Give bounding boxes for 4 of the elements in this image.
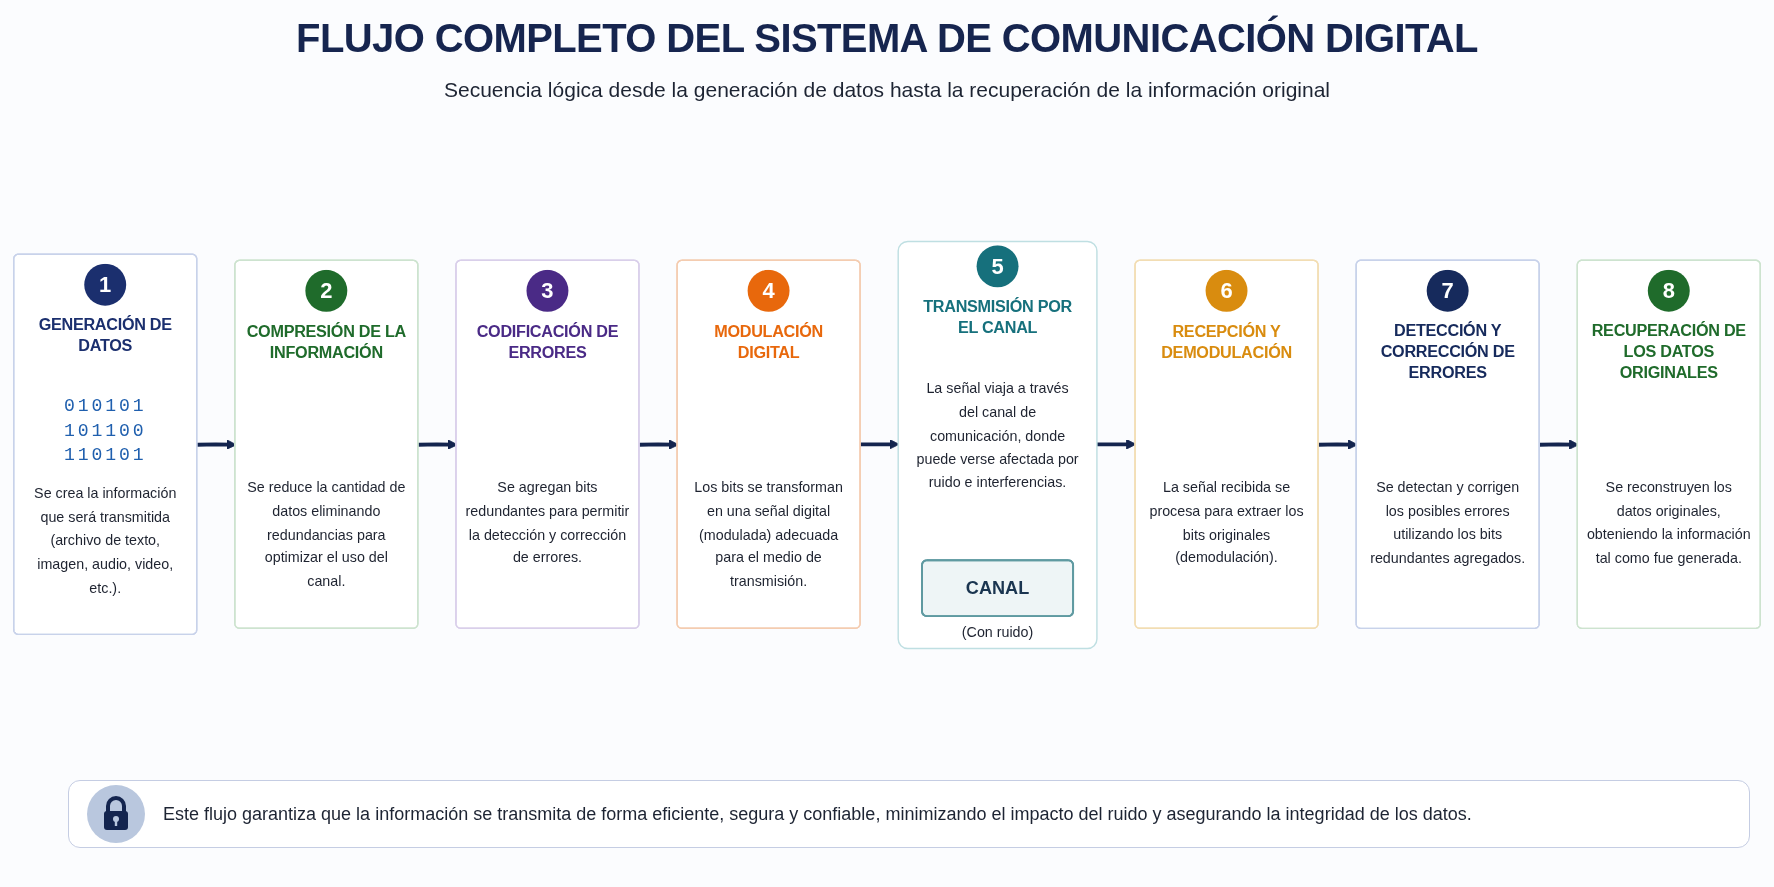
caption-text: Este flujo garantiza que la información se transmita de forma eficiente, segura y confiable, minimizando el impacto del ruido y asegurando la integridad de los datos. xyxy=(163,803,1472,825)
title: FLUJO COMPLETO DEL SISTEMA DE COMUNICACIÓN DIGITAL xyxy=(296,16,1478,60)
annotation-text: (Con ruido) xyxy=(961,624,1034,641)
subtitle: Secuencia lógica desde la generación de datos hasta la recuperación de la información original xyxy=(443,78,1331,101)
